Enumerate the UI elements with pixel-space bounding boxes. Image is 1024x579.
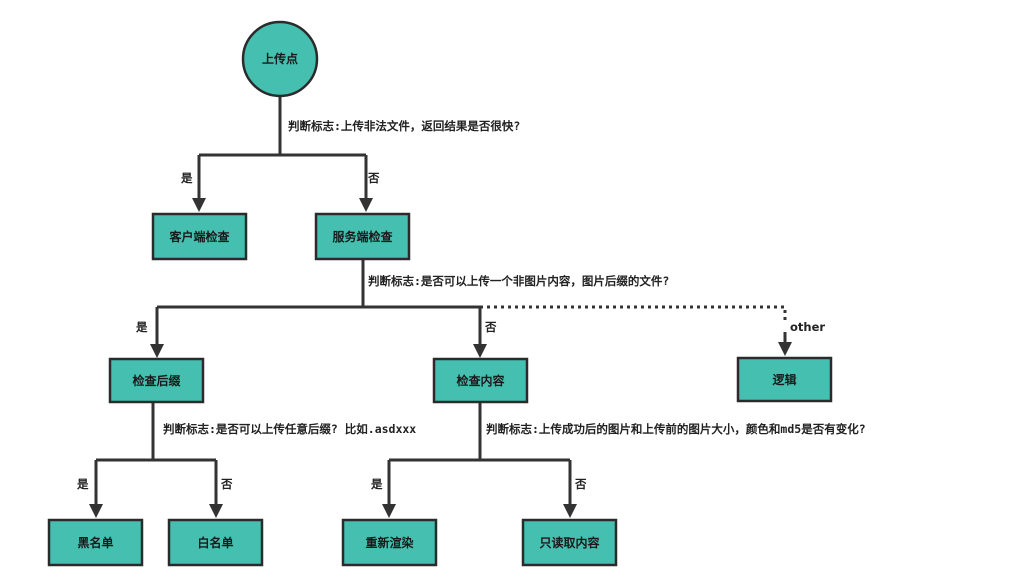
node-blacklist: 黑名单 — [47, 518, 144, 567]
node-logic-label: 逻辑 — [772, 372, 796, 387]
node-client-check-label: 客户端检查 — [168, 229, 230, 244]
node-readonly-content: 只读取内容 — [521, 518, 618, 567]
branch-no-content: 否 — [484, 320, 497, 334]
arrow-rerender — [382, 504, 396, 518]
branch-no-whitelist: 否 — [220, 477, 233, 491]
arrow-check-suffix — [150, 344, 164, 358]
node-client-check: 客户端检查 — [151, 212, 248, 261]
node-rerender-label: 重新渲染 — [365, 535, 414, 550]
branch-yes-blacklist: 是 — [76, 477, 89, 491]
question-label-4: 判断标志:上传成功后的图片和上传前的图片大小，颜色和md5是否有变化? — [486, 422, 866, 436]
question-label-3: 判断标志:是否可以上传任意后缀? 比如.asdxxx — [163, 422, 416, 436]
arrow-server-check — [359, 198, 373, 212]
node-server-check: 服务端检查 — [314, 212, 411, 261]
arrow-readonly — [563, 504, 577, 518]
question-label-2: 判断标志:是否可以上传一个非图片内容，图片后缀的文件? — [368, 274, 669, 288]
branch-other-logic: other — [790, 320, 825, 334]
node-check-suffix: 检查后缀 — [108, 357, 205, 404]
node-root-label: 上传点 — [262, 51, 298, 66]
node-rerender: 重新渲染 — [341, 518, 438, 567]
branch-yes-suffix: 是 — [135, 320, 148, 334]
arrow-client-check — [192, 198, 206, 212]
branch-no-server: 否 — [367, 171, 380, 185]
node-root: 上传点 — [241, 20, 319, 98]
arrow-whitelist — [209, 504, 223, 518]
question-label-1: 判断标志:上传非法文件，返回结果是否很快? — [288, 119, 520, 133]
node-server-check-label: 服务端检查 — [332, 229, 393, 244]
node-check-content: 检查内容 — [432, 357, 529, 404]
node-blacklist-label: 黑名单 — [77, 535, 113, 550]
branch-yes-rerender: 是 — [370, 477, 383, 491]
branch-no-readonly: 否 — [574, 477, 587, 491]
node-readonly-content-label: 只读取内容 — [539, 535, 599, 550]
node-logic: 逻辑 — [736, 356, 833, 403]
node-whitelist: 白名单 — [167, 518, 264, 567]
arrow-check-content — [473, 344, 487, 358]
arrow-blacklist — [89, 504, 103, 518]
branch-yes-client: 是 — [180, 171, 193, 185]
node-check-suffix-label: 检查后缀 — [132, 373, 181, 388]
arrow-logic — [778, 342, 792, 356]
node-whitelist-label: 白名单 — [197, 535, 233, 550]
node-check-content-label: 检查内容 — [456, 373, 504, 388]
edge-dotted-other — [480, 305, 787, 320]
